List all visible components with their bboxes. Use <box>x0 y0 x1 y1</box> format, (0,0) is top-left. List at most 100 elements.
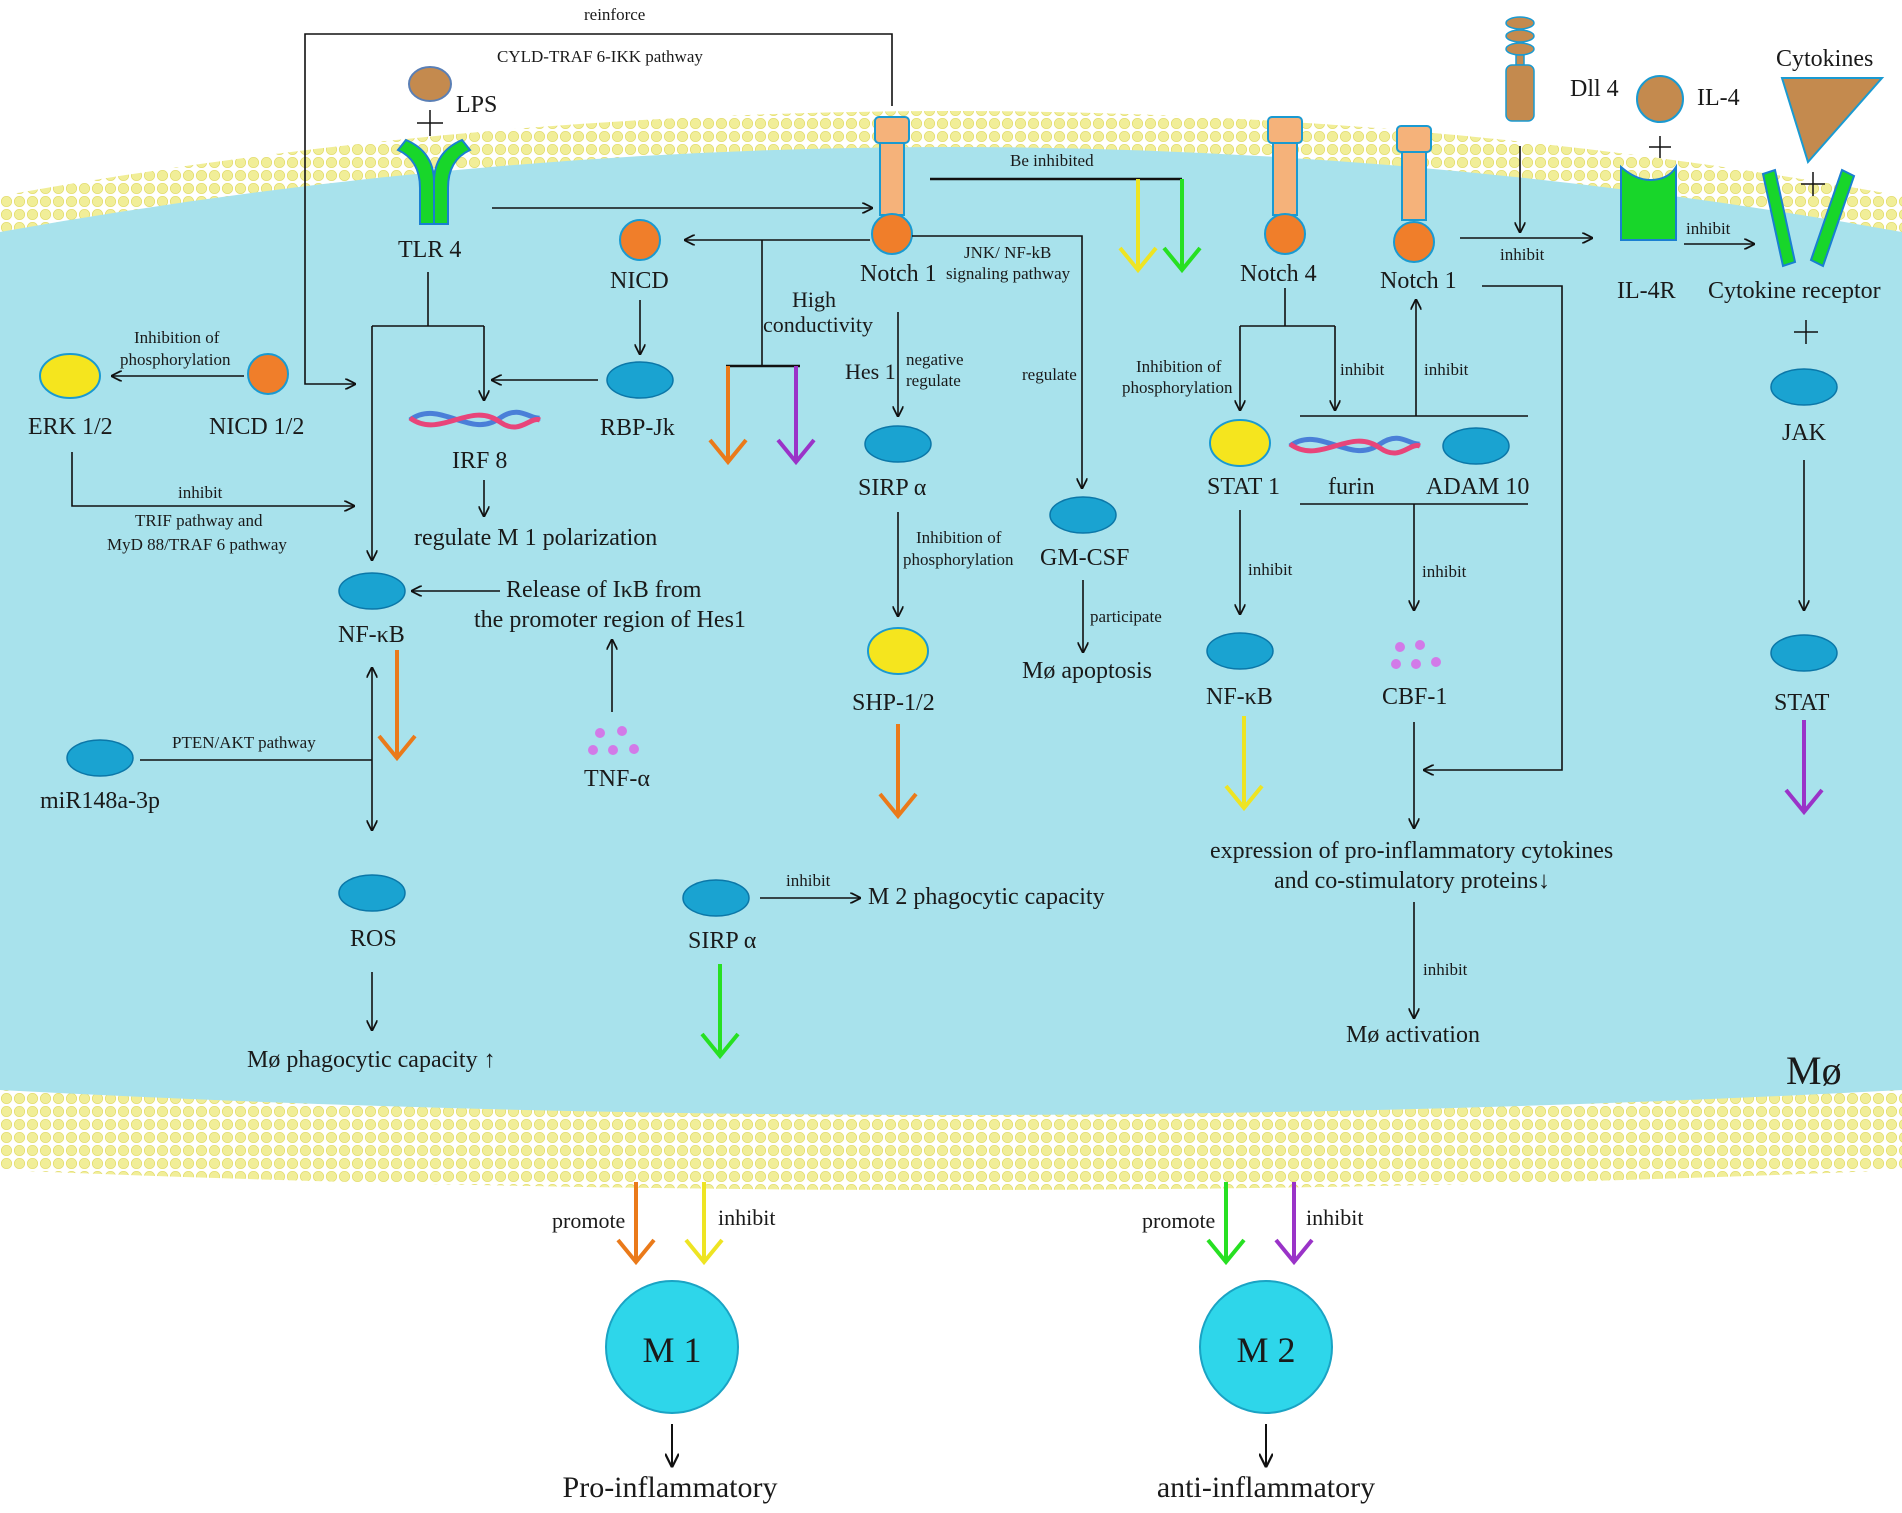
inhibit-m2-label: inhibit <box>786 871 831 890</box>
inh-phos-erk-label-2: phosphorylation <box>120 350 231 369</box>
stat-icon <box>1770 634 1838 672</box>
stat1-icon <box>1209 419 1271 467</box>
jak-icon <box>1770 368 1838 406</box>
notch1-right-loop-arrow <box>1424 285 1563 770</box>
inhibit-cbf-label: inhibit <box>1422 562 1467 581</box>
gmcsf-label: GM-CSF <box>1040 545 1129 571</box>
inhibit-notch1-label: inhibit <box>1424 360 1469 379</box>
ros-label: ROS <box>350 926 397 952</box>
regulate-label: regulate <box>1022 365 1077 384</box>
negative-regulate-label-2: regulate <box>906 371 961 390</box>
ros-outcome-text: Mø phagocytic capacity ↑ <box>247 1047 496 1073</box>
cytokine-receptor-label: Cytokine receptor <box>1708 278 1881 304</box>
erk12-label: ERK 1/2 <box>28 414 113 440</box>
inh-phos-stat-label-2: phosphorylation <box>1122 378 1233 397</box>
cyld-pathway-label: CYLD-TRAF 6-IKK pathway <box>497 47 703 66</box>
m1-label: M 1 <box>642 1330 701 1370</box>
inh-phos-shp-label-2: phosphorylation <box>903 550 1014 569</box>
inhibit-dll4-label: inhibit <box>1500 245 1545 264</box>
il4r-label: IL-4R <box>1617 278 1676 304</box>
m2-circle <box>1199 1280 1333 1414</box>
tnfa-dots-icon <box>588 726 639 755</box>
nfkb-left-label: NF-κB <box>338 622 405 648</box>
be-inhibited-label: Be inhibited <box>1010 151 1094 170</box>
irf8-label: IRF 8 <box>452 448 507 474</box>
nfkb-right-icon <box>1206 632 1274 670</box>
jnk-label-2: signaling pathway <box>946 264 1071 283</box>
adam10-label: ADAM 10 <box>1426 474 1529 500</box>
inhibit-nfkb-label: inhibit <box>1248 560 1293 579</box>
tnfa-label: TNF-α <box>584 766 650 792</box>
notch1-right-receptor-icon <box>1393 125 1435 263</box>
m1-outcome: promote inhibit M 1 Pro-inflammatory <box>552 1182 777 1504</box>
tlr4-icon <box>396 138 472 225</box>
inhibit-il4r-label: inhibit <box>1686 219 1731 238</box>
nfkb-left-icon <box>338 572 406 610</box>
release-label-2: the promoter region of Hes1 <box>474 607 746 633</box>
nicd-label: NICD <box>610 268 669 294</box>
mir148-icon <box>66 739 134 777</box>
cytoplasm <box>0 147 1902 1115</box>
m2-result: anti-inflammatory <box>1157 1471 1375 1504</box>
irf8-dna-icon <box>408 409 541 430</box>
expression-text-1: expression of pro-inflammatory cytokines <box>1210 838 1613 864</box>
regulate-m1-text: regulate M 1 polarization <box>414 525 657 551</box>
gmcsf-icon <box>1049 496 1117 534</box>
high-conductivity-label-2: conductivity <box>763 312 873 337</box>
pten-label: PTEN/AKT pathway <box>172 733 316 752</box>
negative-regulate-label-1: negative <box>906 350 964 369</box>
m2-promote-label: promote <box>1142 1208 1215 1233</box>
m2-inhibit-label: inhibit <box>1306 1205 1363 1230</box>
apoptosis-text: Mø apoptosis <box>1022 658 1152 684</box>
cbf1-label: CBF-1 <box>1382 684 1447 710</box>
dll4-ligand-icon <box>1505 16 1535 122</box>
nfkb-right-label: NF-κB <box>1206 684 1273 710</box>
inh-phos-erk-label-1: Inhibition of <box>134 328 220 347</box>
m1-result: Pro-inflammatory <box>563 1471 778 1504</box>
reinforce-label: reinforce <box>584 5 645 24</box>
adam10-icon <box>1442 427 1510 465</box>
sirpa-bottom-label: SIRP α <box>688 928 757 954</box>
lps-label: LPS <box>456 92 497 118</box>
nicd12-label: NICD 1/2 <box>209 414 304 440</box>
sirpa-bottom-icon <box>682 879 750 917</box>
ros-icon <box>338 874 406 912</box>
notch1-gmcsf-arrow <box>912 235 1082 488</box>
jnk-label-1: JNK/ NF-kB <box>964 243 1051 262</box>
m1-promote-label: promote <box>552 1208 625 1233</box>
notch1-left-receptor-icon <box>871 116 913 255</box>
il4-label: IL-4 <box>1697 85 1740 111</box>
inhibit-furin-label: inhibit <box>1340 360 1385 379</box>
rbpjk-icon <box>606 361 674 399</box>
erk-inhibit-arrow <box>71 452 354 506</box>
cytokine-icon <box>1780 77 1885 196</box>
m1-inhibit-label: inhibit <box>718 1205 775 1230</box>
stat1-label: STAT 1 <box>1207 474 1280 500</box>
notch1-left-label: Notch 1 <box>860 261 937 287</box>
inh-phos-stat-label-1: Inhibition of <box>1136 357 1222 376</box>
nicd12-icon <box>247 353 289 395</box>
nicd-icon <box>619 219 661 261</box>
cytokine-receptor-icon <box>1761 168 1856 268</box>
furin-label: furin <box>1328 474 1375 500</box>
notch1-right-label: Notch 1 <box>1380 268 1457 294</box>
cytokines-label: Cytokines <box>1776 46 1873 72</box>
erk12-icon <box>39 353 101 399</box>
sirpa-top-label: SIRP α <box>858 475 927 501</box>
m2-phagocytic-text: M 2 phagocytic capacity <box>868 884 1105 910</box>
inhibit-activation-label: inhibit <box>1423 960 1468 979</box>
sirpa-top-icon <box>864 425 932 463</box>
trif-label-1: TRIF pathway and <box>135 511 263 530</box>
il4r-receptor-icon <box>1620 163 1677 241</box>
m2-label: M 2 <box>1236 1330 1295 1370</box>
notch4-receptor-icon <box>1264 116 1306 255</box>
m1-circle <box>605 1280 739 1414</box>
tlr4-label: TLR 4 <box>398 237 461 263</box>
stat-label: STAT <box>1774 690 1830 716</box>
notch4-label: Notch 4 <box>1240 261 1317 287</box>
inh-phos-shp-label-1: Inhibition of <box>916 528 1002 547</box>
expression-text-2: and co-stimulatory proteins↓ <box>1274 868 1550 894</box>
participate-label: participate <box>1090 607 1162 626</box>
reinforce-connector <box>304 33 893 384</box>
